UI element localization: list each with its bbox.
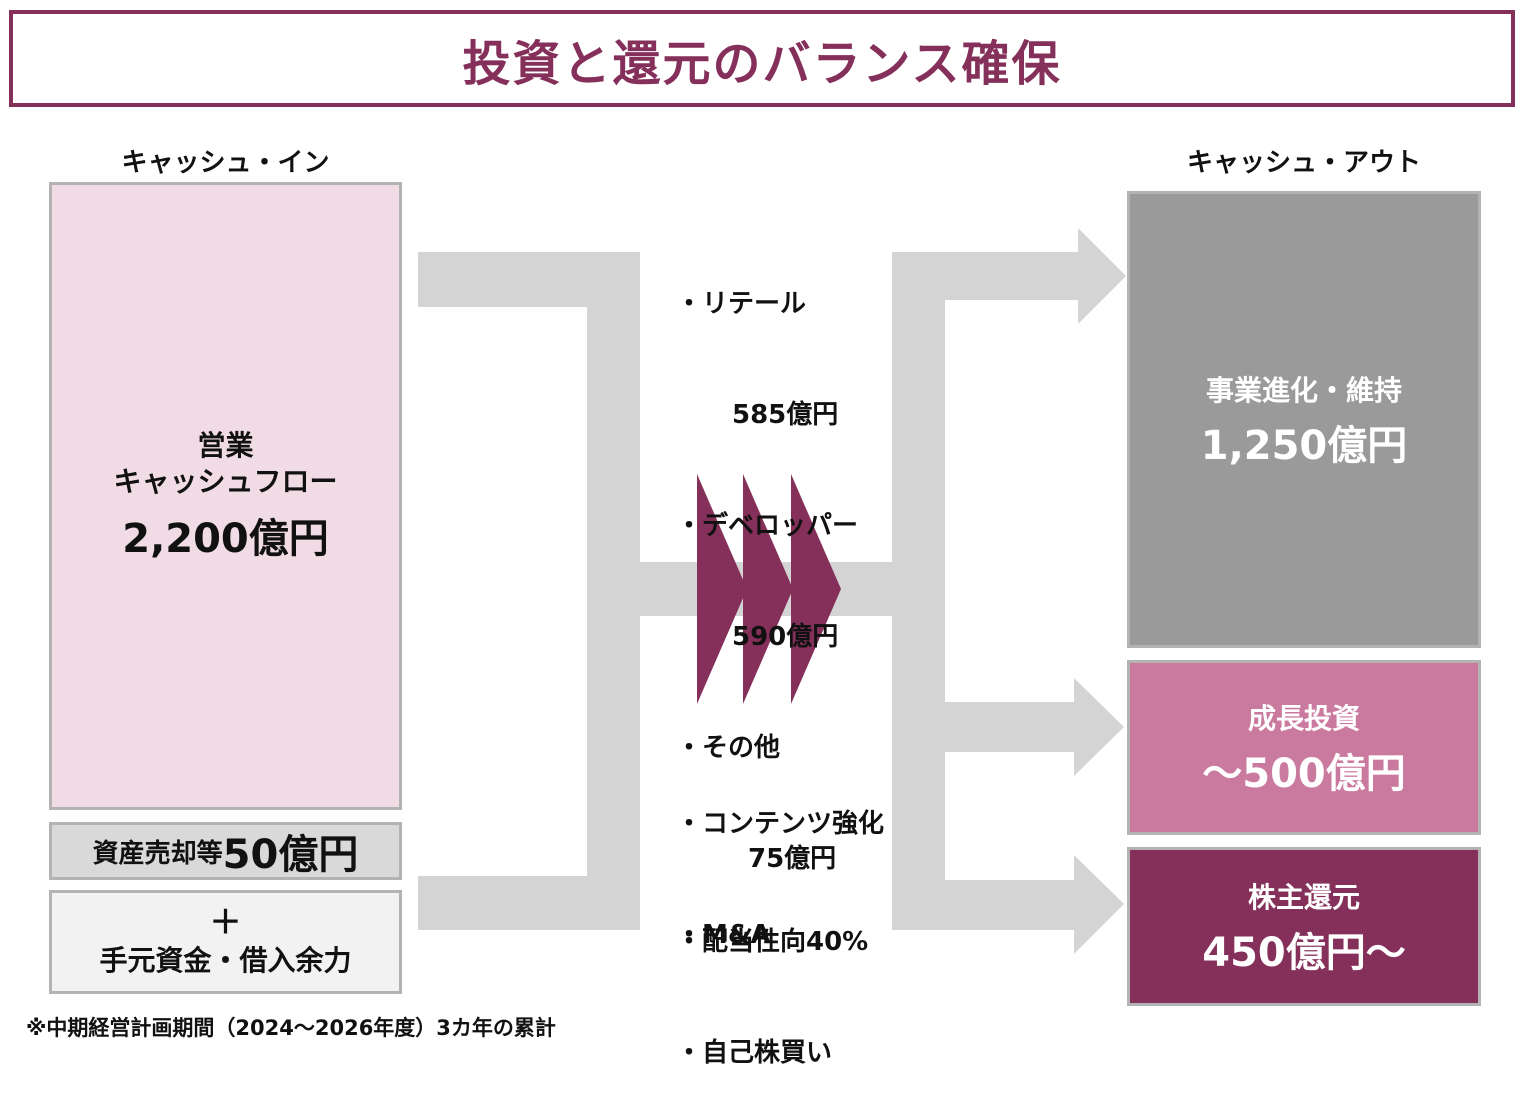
growth-investment-amount: ～500億円 xyxy=(1202,750,1406,797)
on-hand-funds-label: 手元資金・借入余力 xyxy=(99,944,352,977)
arrow-to-business xyxy=(892,228,1126,324)
chevron-arrow-icon xyxy=(697,474,747,704)
arrow-to-growth xyxy=(892,678,1124,776)
connector-bottom-in xyxy=(418,876,640,930)
chevron-arrow-icon xyxy=(791,474,841,704)
connector-left-vertical xyxy=(587,252,640,930)
breakdown-item-amount: 590億円 xyxy=(732,622,839,652)
shareholder-returns-box: 株主還元 450億円～ xyxy=(1127,847,1481,1006)
breakdown-item-name: ・デベロッパー xyxy=(676,511,859,541)
cash-in-header: キャッシュ・イン xyxy=(121,148,330,178)
breakdown-item-name: ・リテール xyxy=(676,289,807,319)
breakdown-item: ・配当性向40% xyxy=(676,927,869,957)
asset-sales-box: 資産売却等 50億円 xyxy=(49,822,402,880)
cash-out-header: キャッシュ・アウト xyxy=(1186,148,1421,178)
footnote: ※中期経営計画期間（2024～2026年度）3カ年の累計 xyxy=(26,1016,556,1040)
breakdown-item-amount: 75億円 xyxy=(748,844,837,874)
breakdown-item: ・自己株買い xyxy=(676,1038,833,1068)
asset-sales-label: 資産売却等 xyxy=(92,838,223,869)
business-breakdown: ・リテール 585億円 ・デベロッパー 590億円 ・その他 75億円 xyxy=(676,212,858,915)
growth-investment-label: 成長投資 xyxy=(1247,701,1360,735)
business-evolution-box: 事業進化・維持 1,250億円 xyxy=(1127,191,1481,648)
plus-icon: ＋ xyxy=(209,903,242,941)
business-evolution-amount: 1,250億円 xyxy=(1200,422,1408,469)
growth-investment-box: 成長投資 ～500億円 xyxy=(1127,660,1481,835)
on-hand-funds-box: ＋ 手元資金・借入余力 xyxy=(49,890,402,994)
title-box: 投資と還元のバランス確保 xyxy=(9,10,1515,107)
connector-right-vertical xyxy=(892,252,945,930)
breakdown-item: ・コンテンツ強化 xyxy=(676,809,885,839)
flow-connector-diagram xyxy=(418,228,1126,954)
operating-amount: 2,200億円 xyxy=(122,516,329,562)
operating-cashflow-box: 営業 キャッシュフロー 2,200億円 xyxy=(49,182,402,810)
arrow-to-returns xyxy=(892,855,1124,954)
page-title: 投資と還元のバランス確保 xyxy=(462,35,1062,92)
growth-breakdown: ・コンテンツ強化 ・M&A xyxy=(676,732,884,991)
operating-label-line2: キャッシュフロー xyxy=(113,465,338,498)
breakdown-item-name: ・その他 xyxy=(676,733,781,763)
asset-sales-amount: 50億円 xyxy=(222,832,359,878)
chevron-arrow-icon xyxy=(743,474,793,704)
shareholder-returns-label: 株主還元 xyxy=(1247,880,1360,914)
breakdown-item: ・M&A xyxy=(676,920,771,950)
breakdown-item-amount: 585億円 xyxy=(732,400,839,430)
business-evolution-label: 事業進化・維持 xyxy=(1205,373,1402,407)
returns-breakdown: ・配当性向40% ・自己株買い xyxy=(676,850,868,1109)
operating-label-line1: 営業 xyxy=(197,429,254,462)
shareholder-returns-amount: 450億円～ xyxy=(1202,929,1406,976)
